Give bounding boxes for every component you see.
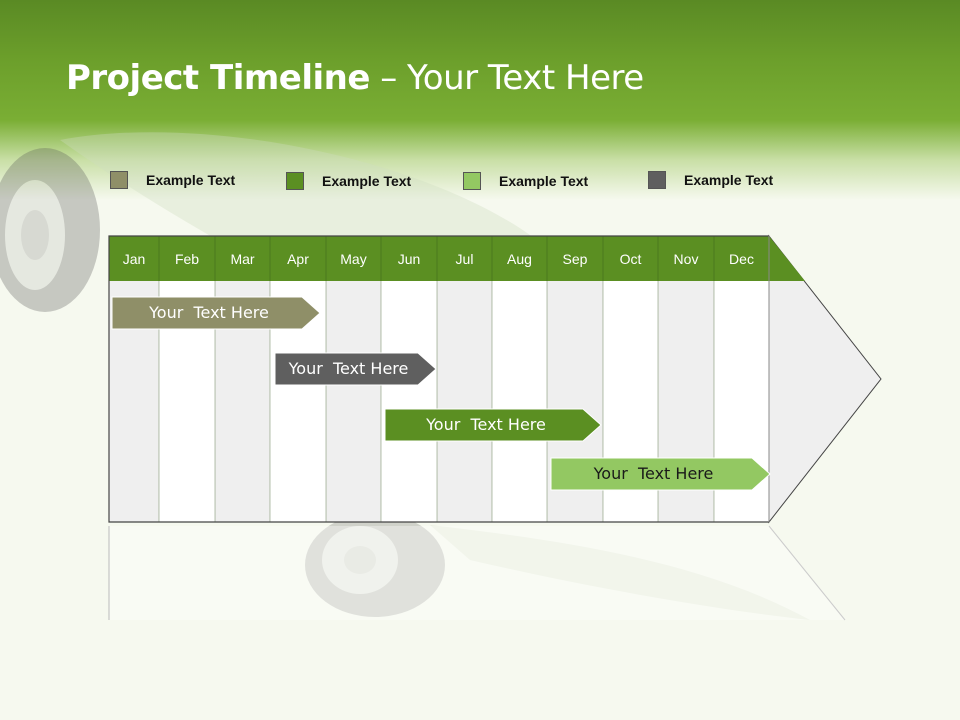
month-column-may <box>326 281 381 522</box>
task-label-4: Your Text Here <box>593 464 714 483</box>
timeline-frame <box>108 235 769 523</box>
task-label-1: Your Text Here <box>148 303 269 322</box>
legend-label-1: Example Text <box>146 172 236 188</box>
month-label-jan: Jan <box>123 251 146 267</box>
month-column-aug <box>492 281 547 522</box>
month-header-nov <box>658 236 714 281</box>
legend-swatch-3 <box>463 172 481 190</box>
title-rest-part: – Your Text Here <box>369 58 644 98</box>
month-header-jan <box>109 236 159 281</box>
timeline-reflection <box>109 526 845 620</box>
legend-item-2: Example Text <box>286 171 411 191</box>
task-arrow-2 <box>274 352 437 386</box>
month-header-dec <box>714 236 769 281</box>
month-header-jul <box>437 236 492 281</box>
header-arrow-cap <box>769 236 805 281</box>
legend-label-4: Example Text <box>684 172 774 188</box>
month-header-oct <box>603 236 658 281</box>
month-label-may: May <box>340 251 366 267</box>
month-column-jul <box>437 281 492 522</box>
month-header-aug <box>492 236 547 281</box>
legend-label-2: Example Text <box>322 173 412 189</box>
month-label-mar: Mar <box>230 251 254 267</box>
month-label-oct: Oct <box>620 251 642 267</box>
reflection-edge-right <box>768 525 846 621</box>
legend-swatch-2 <box>286 172 304 190</box>
month-label-jun: Jun <box>398 251 421 267</box>
month-label-apr: Apr <box>287 251 309 267</box>
month-header-sep <box>547 236 603 281</box>
month-label-sep: Sep <box>563 251 588 267</box>
month-column-jun <box>381 281 437 522</box>
month-label-jul: Jul <box>456 251 474 267</box>
legend-swatch-4 <box>648 171 666 189</box>
month-label-feb: Feb <box>175 251 199 267</box>
month-header-jun <box>381 236 437 281</box>
legend-item-1: Example Text <box>110 170 235 190</box>
title-bold-part: Project Timeline <box>66 58 370 98</box>
legend-item-3: Example Text <box>463 171 588 191</box>
task-label-3: Your Text Here <box>425 415 546 434</box>
legend-swatch-1 <box>110 171 128 189</box>
month-header-may <box>326 236 381 281</box>
task-label-2: Your Text Here <box>288 359 409 378</box>
month-label-nov: Nov <box>674 251 699 267</box>
legend-item-4: Example Text <box>648 170 773 190</box>
month-header-feb <box>159 236 215 281</box>
header-band <box>0 0 960 200</box>
month-header-apr <box>270 236 326 281</box>
task-arrow-3 <box>384 408 602 442</box>
legend-label-3: Example Text <box>499 173 589 189</box>
slide-title: Project Timeline – Your Text Here <box>66 58 644 98</box>
month-header-mar <box>215 236 270 281</box>
month-label-dec: Dec <box>729 251 754 267</box>
task-arrow-4 <box>550 457 771 491</box>
month-label-aug: Aug <box>507 251 532 267</box>
task-arrow-1 <box>111 296 321 330</box>
